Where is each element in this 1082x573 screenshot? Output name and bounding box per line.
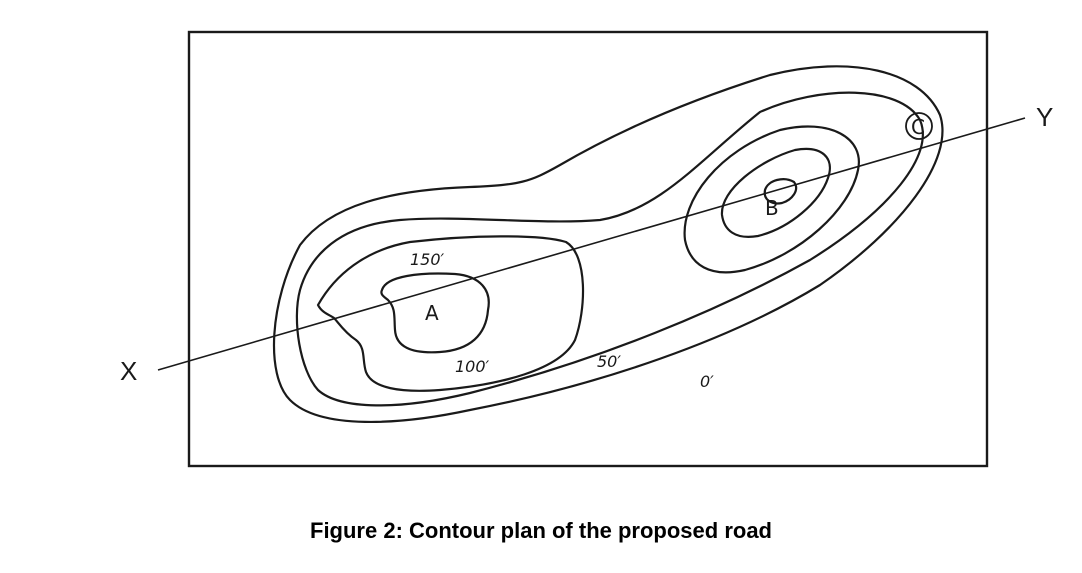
contour-label-50: 50′ — [597, 352, 621, 371]
point-label-b: B — [765, 196, 779, 220]
point-label-c: C — [911, 115, 925, 139]
contour-100-b — [683, 125, 860, 274]
section-end-y: Y — [1036, 102, 1053, 132]
point-label-a: A — [425, 301, 439, 325]
section-line-xy — [157, 117, 1026, 371]
contour-plan-diagram: 150′ 100′ 50′ 0′ A B C X Y — [120, 30, 1053, 468]
contour-150-b — [720, 147, 831, 238]
contour-0 — [272, 65, 944, 423]
point-c-circle — [905, 112, 933, 140]
contour-150-a — [380, 272, 490, 354]
contour-50 — [295, 91, 924, 407]
section-end-x: X — [120, 356, 137, 386]
contour-summit-b — [763, 178, 798, 205]
contour-100 — [316, 235, 585, 392]
contour-label-100: 100′ — [455, 357, 490, 376]
contour-label-0: 0′ — [700, 372, 714, 391]
map-frame — [187, 30, 989, 468]
contour-label-150: 150′ — [410, 250, 445, 269]
figure-caption: Figure 2: Contour plan of the proposed r… — [310, 518, 772, 543]
